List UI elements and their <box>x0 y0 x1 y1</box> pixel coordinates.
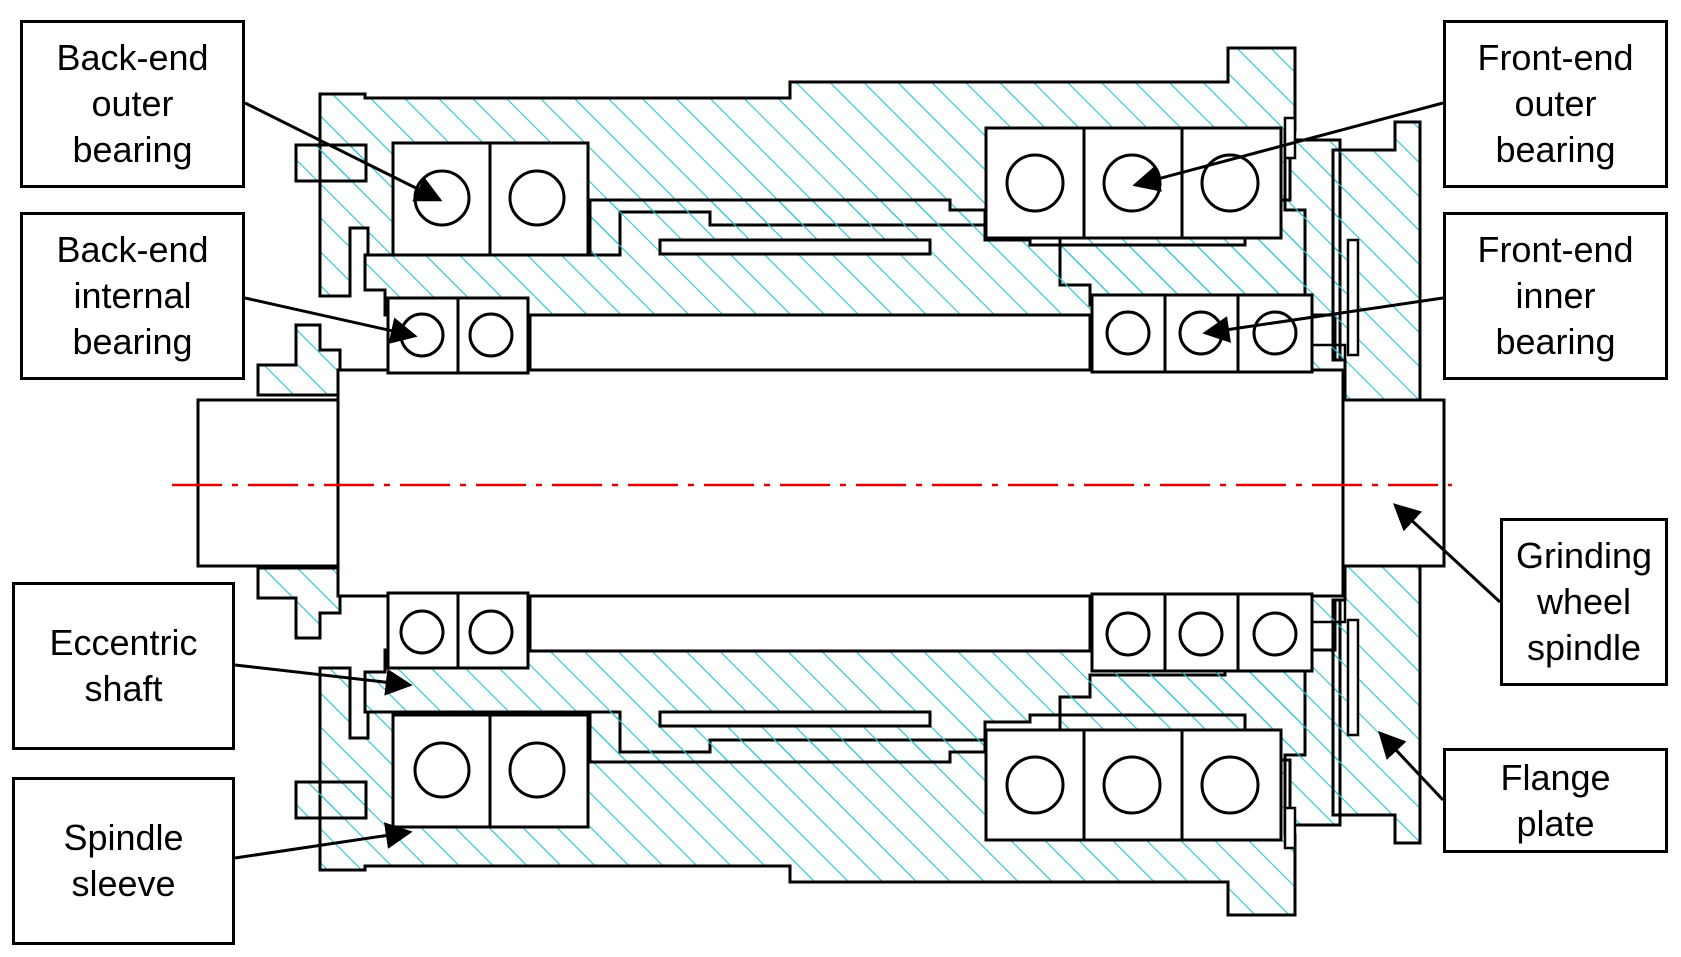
sleeve-collar-top <box>294 143 368 183</box>
label-back-end-internal-bearing-text: Back-end internal bearing <box>56 229 209 362</box>
label-front-end-outer-bearing-text: Front-end outer bearing <box>1477 37 1634 170</box>
arrow-back-end-outer <box>244 101 443 202</box>
label-front-end-inner-bearing: Front-end inner bearing <box>1443 212 1668 380</box>
arrow-front-end-outer <box>1132 101 1444 192</box>
flange-thin-bottom <box>1346 618 1360 737</box>
label-front-end-inner-bearing-text: Front-end inner bearing <box>1477 229 1634 362</box>
arrow-eccentric-shaft <box>234 663 413 696</box>
arrow-front-end-inner <box>1202 296 1444 343</box>
label-eccentric-shaft: Eccentric shaft <box>12 582 235 750</box>
label-eccentric-shaft-text: Eccentric shaft <box>49 622 198 709</box>
label-grinding-wheel-spindle: Grinding wheel spindle <box>1500 518 1668 686</box>
flange-thin-top <box>1346 238 1360 357</box>
back-end-internal-bearing-bottom <box>386 591 530 670</box>
label-grinding-wheel-spindle-text: Grinding wheel spindle <box>1515 535 1653 668</box>
front-end-outer-bearing-bottom <box>984 728 1283 842</box>
sleeve-collar-bottom <box>294 780 368 820</box>
front-end-inner-bearing-top <box>1090 293 1314 374</box>
front-end-outer-bearing-top <box>984 126 1283 240</box>
front-end-inner-bearing-bottom <box>1090 592 1314 673</box>
arrow-back-end-internal <box>244 296 418 344</box>
back-end-outer-bearing-top <box>391 141 590 257</box>
grinding-wheel-spindle <box>196 313 1446 653</box>
arrow-grinding-wheel <box>1393 503 1502 604</box>
retaining-ring-top <box>1283 116 1297 160</box>
eccentric-slot-bottom <box>658 710 932 728</box>
label-flange-plate: Flange plate <box>1443 748 1668 853</box>
label-back-end-outer-bearing-text: Back-end outer bearing <box>56 37 209 170</box>
label-flange-plate-text: Flange plate <box>1500 756 1611 844</box>
label-spindle-sleeve: Spindle sleeve <box>12 777 235 945</box>
label-spindle-sleeve-text: Spindle sleeve <box>63 817 184 904</box>
arrow-spindle-sleeve <box>234 822 413 860</box>
leader-arrows <box>234 101 1502 860</box>
label-front-end-outer-bearing: Front-end outer bearing <box>1443 20 1668 188</box>
arrow-flange-plate <box>1378 731 1445 802</box>
label-back-end-outer-bearing: Back-end outer bearing <box>20 20 245 188</box>
back-end-outer-bearing-bottom <box>391 713 590 829</box>
flange-plate <box>1331 120 1422 845</box>
label-back-end-internal-bearing: Back-end internal bearing <box>20 212 245 380</box>
retaining-ring-bottom <box>1283 806 1297 850</box>
eccentric-slot-top <box>658 238 932 256</box>
